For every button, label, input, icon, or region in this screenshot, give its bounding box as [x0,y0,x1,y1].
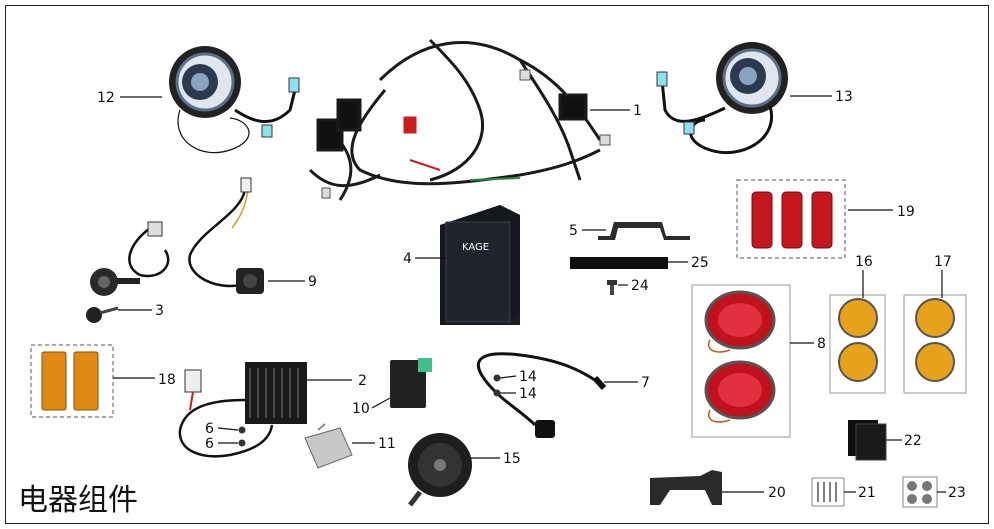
diagram-title: 电器组件 [18,483,138,518]
part-17-indicators [915,298,955,382]
part-22-pads [848,420,887,461]
part-19-red-reflectors [751,191,833,249]
callout-6b: 6 [205,436,214,452]
part-25-strip [570,257,668,269]
callout-labels: 12 13 1 4 5 25 24 19 9 3 8 18 2 7 10 6 6… [97,89,966,501]
leader-6a [217,427,239,431]
callout-11: 11 [378,436,396,452]
callout-24: 24 [631,278,649,294]
part-14-screws [493,374,501,397]
part-20-bracket [650,470,722,505]
callout-2: 2 [358,373,367,389]
callout-8: 8 [817,336,826,352]
callout-15: 15 [503,451,521,467]
callout-23: 23 [948,485,966,501]
part-19-box [736,179,846,259]
callout-13: 13 [835,89,853,105]
part-16-indicators [838,298,878,382]
part-13-right-headlight [656,42,788,155]
callout-20: 20 [768,485,786,501]
part-8-tail-lights [704,290,776,423]
part-9-sensor [188,177,264,294]
part-11-flasher [304,423,353,469]
callout-17: 17 [934,254,952,270]
callout-19: 19 [897,204,915,220]
leader-14a [499,375,517,379]
battery-brand: KAGE [462,242,489,253]
callout-12: 12 [97,90,115,106]
part-24-bolt [607,280,617,295]
callout-5: 5 [569,223,578,239]
leader-10 [371,397,391,409]
part-12-left-headlight [169,46,300,154]
part-21-pins [811,477,845,507]
part-18-amber-reflectors [41,351,99,411]
callout-25: 25 [691,255,709,271]
callout-7: 7 [641,375,650,391]
callout-14b: 14 [519,386,537,402]
callout-1: 1 [633,103,642,119]
part-5-bracket [598,222,690,240]
part-7-ignition-coil [477,352,607,438]
part-3-ignition-switch [86,221,170,323]
callout-9: 9 [308,274,317,290]
callout-6a: 6 [205,421,214,437]
callout-16: 16 [855,254,873,270]
callout-3: 3 [155,303,164,319]
callout-18: 18 [158,372,176,388]
part-2-regulator [178,362,307,458]
part-4-battery: KAGE [440,205,520,325]
part-17-box [903,294,967,394]
callout-10: 10 [352,401,370,417]
part-6-screws [238,426,246,447]
part-10-relay [390,358,432,408]
callout-4: 4 [403,251,412,267]
callout-21: 21 [858,485,876,501]
part-1-wiring-harness [308,38,611,201]
part-8-box [691,284,791,438]
part-16-box [829,294,886,394]
callout-14a: 14 [519,369,537,385]
part-15-horn [408,433,472,507]
part-23-connectors [902,476,938,508]
callout-22: 22 [904,433,922,449]
leader-lines [113,95,946,493]
